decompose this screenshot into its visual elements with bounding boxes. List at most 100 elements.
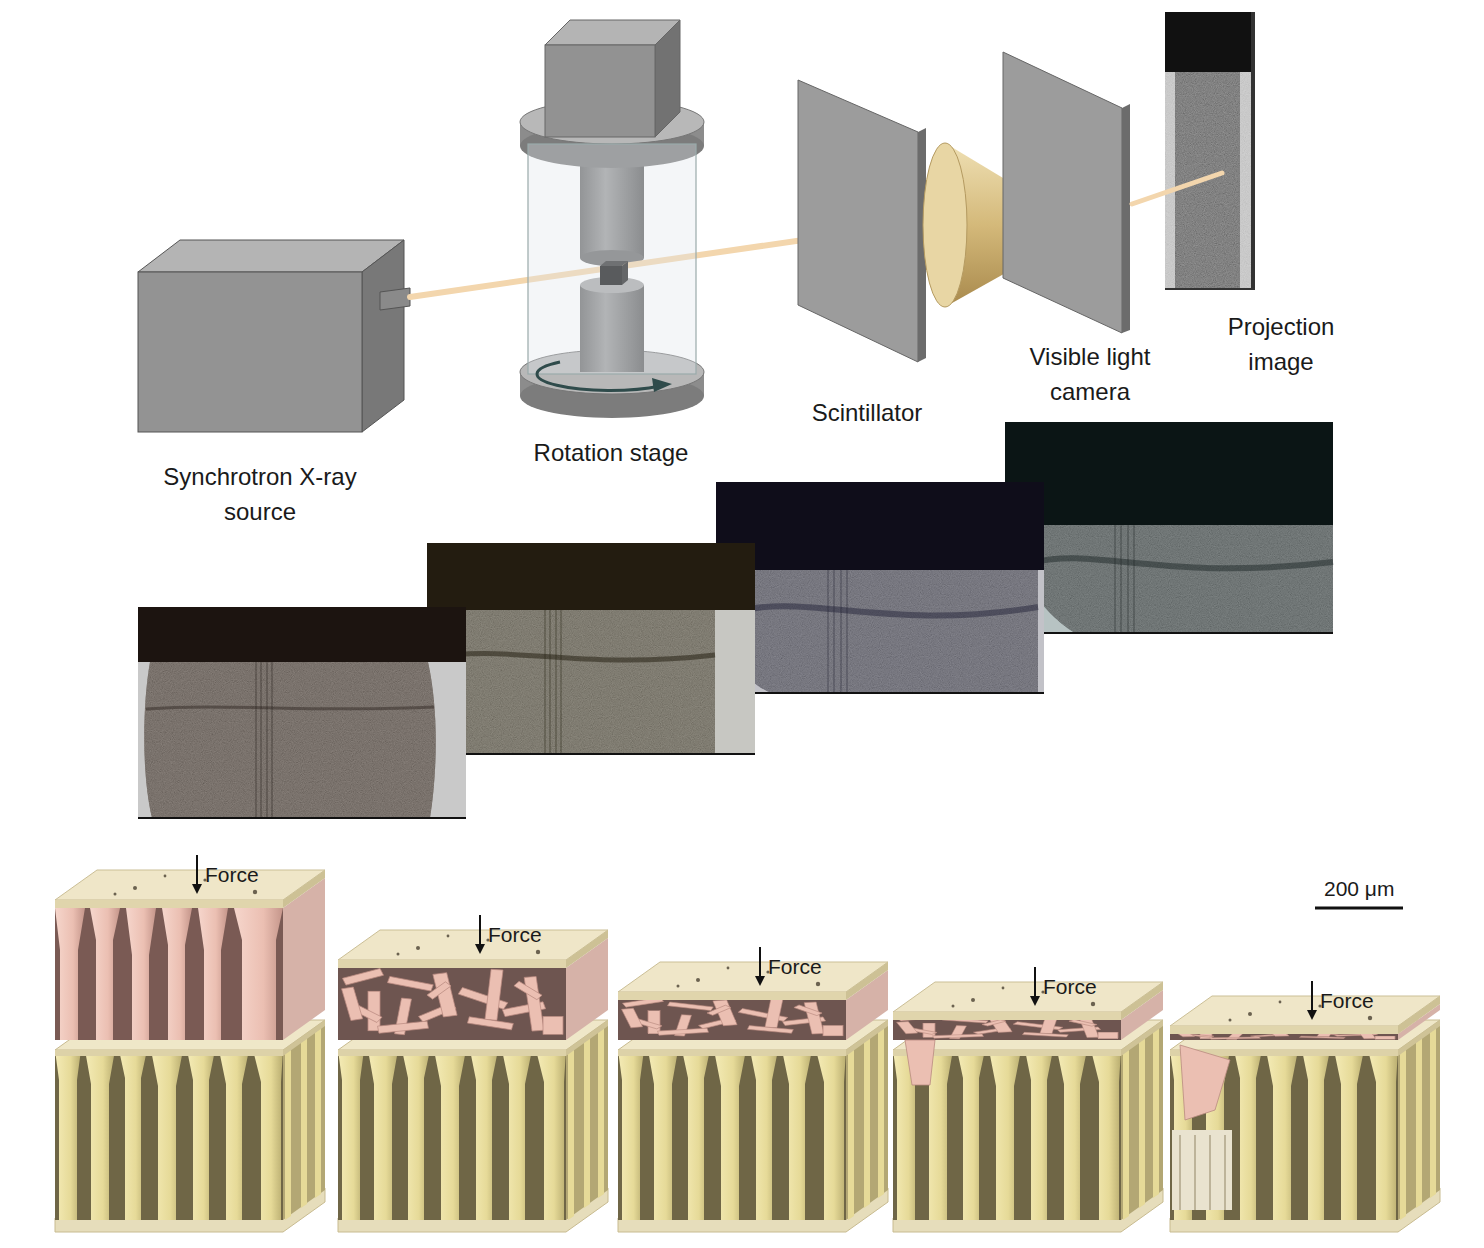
component-label: Rotation stage xyxy=(511,436,711,471)
rendering-2 xyxy=(338,915,608,1232)
radiograph-1-part xyxy=(144,662,436,818)
projection-image-part xyxy=(1165,12,1252,288)
force-label: Force xyxy=(1320,986,1374,1016)
radiograph-2-part-part xyxy=(550,610,551,754)
rendering-3-part xyxy=(622,997,843,1036)
rotation-arrow-part xyxy=(537,362,660,390)
radiograph-4-part-part xyxy=(1134,525,1135,633)
radiograph-4-part-part xyxy=(1121,525,1122,633)
projection-image-part xyxy=(1165,72,1175,288)
radiograph-4-part xyxy=(1016,525,1333,633)
rendering-5-part-part xyxy=(1224,1135,1226,1210)
rendering-1-part xyxy=(55,870,325,908)
camera-plate-part xyxy=(1003,52,1122,333)
rendering-5-part xyxy=(1172,1130,1232,1210)
radiograph-2-part xyxy=(431,653,715,660)
projection-image-part xyxy=(1240,72,1252,288)
rendering-1-part xyxy=(196,855,198,886)
component-label: Projection image xyxy=(1206,310,1356,380)
projection-image-part xyxy=(1132,173,1222,204)
rendering-3-part xyxy=(755,976,765,986)
force-label: Force xyxy=(1043,972,1097,1002)
scale-bar xyxy=(1315,908,1403,909)
scale-label: 200 μm xyxy=(1324,874,1394,904)
radiograph-2-part-part xyxy=(556,610,557,754)
radiograph-4-part xyxy=(1016,525,1333,633)
radiograph-2-part xyxy=(429,610,715,754)
glass-chamber xyxy=(528,144,696,374)
camera-plate-part xyxy=(1122,104,1130,333)
radiograph-4-part xyxy=(1115,525,1134,633)
scintillator-plate-part xyxy=(798,80,918,362)
xray-source-part xyxy=(138,240,404,272)
force-label: Force xyxy=(768,952,822,982)
rendering-3-part xyxy=(618,1020,888,1232)
rendering-1 xyxy=(55,855,325,1232)
component-label: Visible light camera xyxy=(1005,340,1175,410)
rendering-5-part xyxy=(1311,981,1313,1012)
rendering-1-part xyxy=(162,908,192,1040)
rotation-arrow-part xyxy=(652,378,672,392)
rendering-5-part xyxy=(1307,1010,1317,1020)
rendering-1-part xyxy=(55,900,283,1040)
xray-source-part xyxy=(138,272,362,432)
projection-image-part xyxy=(1165,12,1252,72)
xray-source-part xyxy=(362,240,404,432)
radiograph-4-part xyxy=(1005,422,1333,525)
rendering-1-part xyxy=(55,1020,325,1232)
radiograph-3-part xyxy=(828,570,847,693)
rendering-2-part xyxy=(338,960,566,1040)
radiograph-3-part xyxy=(726,570,1038,693)
radiograph-3-part xyxy=(716,570,1044,693)
rendering-1-part xyxy=(90,908,120,1040)
scale-bar-part xyxy=(1315,907,1403,910)
projection-image-part xyxy=(1165,12,1252,288)
rendering-3-part xyxy=(759,947,761,978)
projection-image xyxy=(1132,12,1253,290)
rendering-2-part xyxy=(342,968,563,1034)
radiograph-1-part-part xyxy=(272,662,273,818)
xray-source xyxy=(138,240,410,432)
radiograph-1-part-part xyxy=(256,662,257,818)
rendering-5-part xyxy=(1180,1135,1225,1210)
radiograph-2-part xyxy=(427,610,755,754)
rendering-1-part xyxy=(198,908,228,1040)
rendering-4-part xyxy=(1030,996,1040,1006)
rotation-arrow xyxy=(537,362,672,392)
radiograph-1 xyxy=(138,607,466,818)
radiograph-3-part xyxy=(726,570,1038,693)
rendering-1-part xyxy=(192,884,202,894)
rotation-stage xyxy=(520,20,704,418)
radiograph-2 xyxy=(427,543,755,754)
radiograph-1-part-part xyxy=(261,662,262,818)
rendering-1-part xyxy=(126,908,156,1040)
rendering-5-part-part xyxy=(1179,1135,1181,1210)
radiograph-4-part xyxy=(1005,632,1333,634)
radiograph-3-part-part xyxy=(847,570,848,693)
radiograph-3-part xyxy=(736,606,1038,615)
rendering-4-part xyxy=(893,1020,1163,1232)
radiograph-3-part-part xyxy=(834,570,835,693)
radiograph-3-part xyxy=(716,692,1044,694)
component-label: Synchrotron X-ray source xyxy=(160,460,360,530)
rendering-5-part xyxy=(1170,996,1440,1034)
radiograph-2-part xyxy=(545,610,561,754)
rendering-5-part-part xyxy=(1194,1135,1196,1210)
rendering-3 xyxy=(618,947,888,1232)
rendering-2-part xyxy=(475,944,485,954)
rendering-2-part xyxy=(338,930,608,968)
projection-image-part xyxy=(1165,72,1175,288)
rendering-1-part xyxy=(55,908,85,1040)
rendering-5-part-part xyxy=(1209,1135,1211,1210)
rendering-5 xyxy=(1170,981,1440,1232)
rendering-1-part xyxy=(234,908,283,1040)
radiograph-1-part xyxy=(138,607,466,662)
radiograph-1-part-part xyxy=(267,662,268,818)
radiograph-4-part xyxy=(1035,558,1333,568)
force-label: Force xyxy=(488,920,542,950)
rendering-2-part xyxy=(479,915,481,946)
projection-image-part xyxy=(1251,12,1255,290)
radiograph-2-part xyxy=(427,753,755,755)
